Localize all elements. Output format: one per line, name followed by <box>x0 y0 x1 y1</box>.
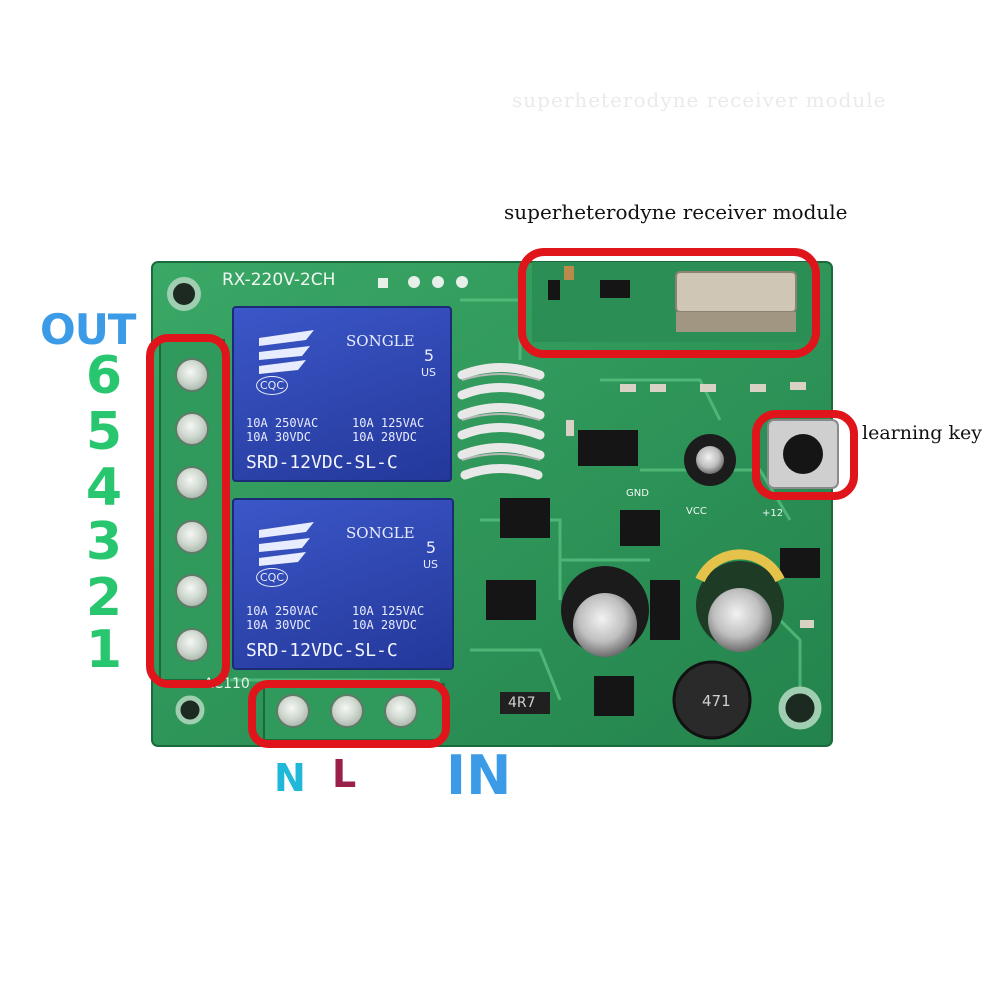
relay-model: SRD-12VDC-SL-C <box>246 452 398 473</box>
cqc-mark: CQC <box>256 376 289 395</box>
resistor-label: 4R7 <box>508 695 536 711</box>
terminal-screw-3 <box>175 520 209 554</box>
relay-rating-right-1: 10A 125VAC <box>352 416 425 430</box>
terminal-screw-4 <box>175 466 209 500</box>
vcc-label: VCC <box>686 506 707 517</box>
receiver-module-highlight <box>518 248 820 358</box>
relay-brand: SONGLE <box>346 332 415 350</box>
relay-rating-left-1: 10A 250VAC <box>246 416 319 430</box>
pin-number-2: 2 <box>85 568 123 628</box>
pin-number-6: 6 <box>85 346 123 406</box>
out-terminals-highlight <box>146 334 230 688</box>
receiver-module-annotation: superheterodyne receiver module <box>504 200 848 224</box>
terminal-screw-6 <box>175 358 209 392</box>
relay-1: SONGLE CQC 5 US 10A 250VAC 10A 125VAC 10… <box>232 306 452 482</box>
relay-rating-left-2: 10A 30VDC <box>246 618 312 632</box>
relay-rating-right-1: 10A 125VAC <box>352 604 425 618</box>
pin-number-3: 3 <box>85 512 123 572</box>
terminal-screw-1 <box>175 628 209 662</box>
relay-mark: 5 <box>425 538 436 557</box>
mount-hole <box>167 277 201 311</box>
relay-rating-right-2: 10A 28VDC <box>352 430 418 444</box>
relay-us: US <box>422 558 438 571</box>
cqc-mark: CQC <box>256 568 289 587</box>
in-label: IN <box>446 744 512 807</box>
board-model-label: RX-220V-2CH <box>222 270 336 290</box>
out-label: OUT <box>40 305 136 354</box>
relay-model: SRD-12VDC-SL-C <box>246 640 398 661</box>
terminal-screw-2 <box>175 574 209 608</box>
pin-number-4: 4 <box>85 458 123 518</box>
plus12-label: +12 <box>762 508 784 519</box>
relay-rating-right-2: 10A 28VDC <box>352 618 418 632</box>
terminal-screw-3rd <box>384 694 418 728</box>
relay-rating-left-1: 10A 250VAC <box>246 604 319 618</box>
relay-brand: SONGLE <box>346 524 415 542</box>
terminal-screw-l <box>330 694 364 728</box>
learning-key-annotation: learning key <box>862 422 982 444</box>
songle-logo-icon <box>259 330 314 374</box>
terminal-screw-5 <box>175 412 209 446</box>
in-terminals-highlight <box>248 680 450 748</box>
pin-number-5: 5 <box>85 402 123 462</box>
gnd-label: GND <box>626 488 649 499</box>
relay-rating-left-2: 10A 30VDC <box>246 430 312 444</box>
l-label: L <box>332 752 357 796</box>
relay-mark: 5 <box>423 346 434 365</box>
learning-key-highlight <box>752 410 858 500</box>
watermark-text: superheterodyne receiver module <box>512 88 887 112</box>
relay-2: SONGLE CQC 5 US 10A 250VAC 10A 125VAC 10… <box>232 498 454 670</box>
relay-us: US <box>420 366 436 379</box>
terminal-screw-n <box>276 694 310 728</box>
inductor-label: 471 <box>702 692 731 710</box>
pin-number-1: 1 <box>85 620 123 680</box>
songle-logo-icon <box>259 522 314 566</box>
n-label: N <box>274 756 306 800</box>
